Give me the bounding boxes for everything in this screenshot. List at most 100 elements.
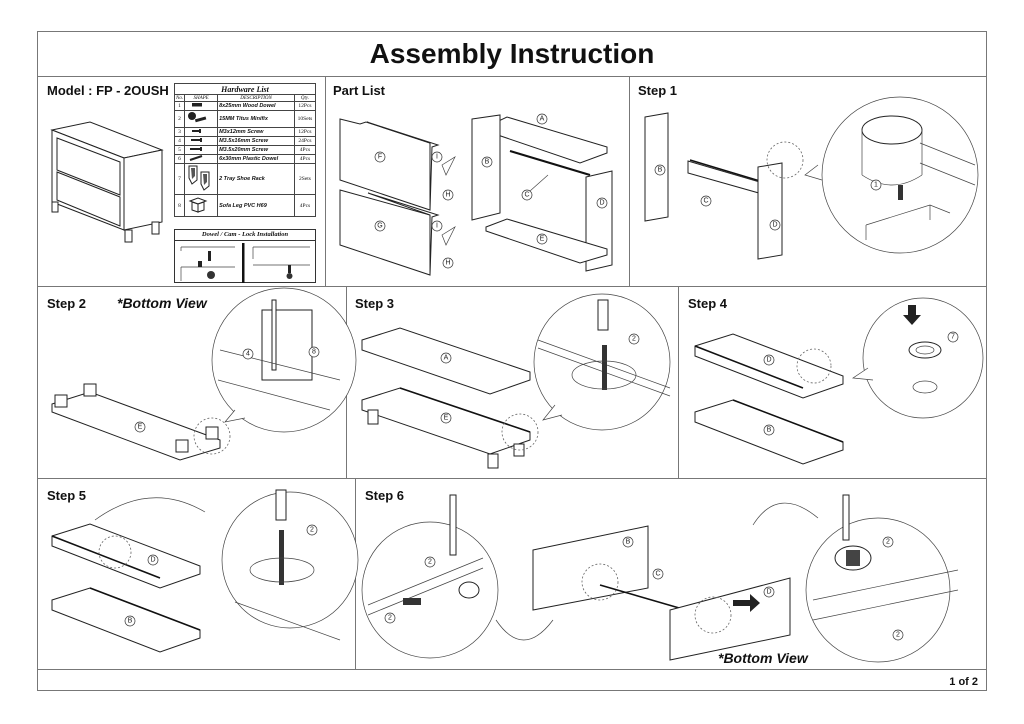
row-number: 2 bbox=[173, 110, 186, 128]
svg-text:8: 8 bbox=[312, 349, 316, 356]
row-qty: 4Pcs bbox=[294, 194, 316, 217]
step-5-label: Step 5 bbox=[47, 488, 87, 503]
row-qty: 4Pcs bbox=[294, 145, 316, 155]
svg-text:2: 2 bbox=[310, 527, 314, 534]
row-number: 3 bbox=[173, 127, 186, 137]
column-header: SHAPE bbox=[184, 94, 219, 102]
row-description: M3.5x16mm Screw bbox=[217, 136, 295, 146]
page-frame bbox=[37, 31, 987, 691]
table-row: 7 2 Tray Shoe Rack 2Sets bbox=[173, 163, 316, 195]
divider bbox=[678, 286, 679, 478]
column-header: Qty. bbox=[294, 94, 316, 102]
svg-text:B: B bbox=[767, 427, 772, 434]
step-3-illustration: A E 2 bbox=[361, 293, 671, 469]
document-title: Assembly Instruction bbox=[369, 37, 655, 69]
row-description: 8x25mm Wood Dowel bbox=[217, 101, 295, 111]
row-qty: 10Sets bbox=[294, 110, 316, 128]
row-qty: 2Sets bbox=[294, 163, 316, 195]
table-row: 3 M3x12mm Screw 12Pcs bbox=[173, 127, 316, 137]
svg-text:H: H bbox=[445, 260, 450, 267]
svg-text:E: E bbox=[540, 236, 545, 243]
column-header: No. bbox=[173, 94, 186, 102]
divider bbox=[325, 76, 326, 286]
table-row: 2 15MM Titus Minifix 10Sets bbox=[173, 110, 316, 128]
svg-text:I: I bbox=[436, 223, 438, 230]
step-6-label: Step 6 bbox=[365, 488, 405, 503]
svg-text:D: D bbox=[766, 589, 771, 596]
svg-text:2: 2 bbox=[886, 539, 890, 546]
screw-icon bbox=[192, 129, 202, 133]
step-2-note: *Bottom View bbox=[117, 295, 207, 311]
column-header: DESCRIPTION bbox=[217, 94, 295, 102]
part-list-heading: Part List bbox=[333, 83, 386, 98]
step-6-note: *Bottom View bbox=[718, 650, 808, 666]
svg-text:D: D bbox=[772, 222, 777, 229]
svg-text:C: C bbox=[655, 571, 660, 578]
step-4-label: Step 4 bbox=[688, 296, 728, 311]
divider bbox=[629, 76, 630, 286]
page-indicator: 1 of 2 bbox=[949, 676, 978, 688]
step-5-illustration: D B 2 bbox=[51, 489, 359, 653]
svg-text:B: B bbox=[658, 167, 663, 174]
sofa-leg-icon bbox=[188, 196, 208, 213]
part-list-illustration: F I H G I H A B C D E bbox=[339, 113, 613, 276]
row-qty: 4Pcs bbox=[294, 154, 316, 164]
svg-text:I: I bbox=[436, 154, 438, 161]
plastic-dowel-icon bbox=[189, 155, 203, 161]
step-1-illustration: B C D 1 bbox=[644, 96, 979, 260]
svg-text:D: D bbox=[150, 557, 155, 564]
row-number: 4 bbox=[173, 136, 186, 146]
step-6-illustration: 2 2 B C D 2 2 bbox=[361, 494, 959, 663]
divider bbox=[37, 478, 987, 479]
row-qty: 12Pcs bbox=[294, 127, 316, 137]
svg-text:C: C bbox=[703, 198, 708, 205]
row-number: 5 bbox=[173, 145, 186, 155]
divider bbox=[37, 669, 987, 670]
svg-text:2: 2 bbox=[632, 336, 636, 343]
svg-text:G: G bbox=[377, 223, 382, 230]
svg-text:4: 4 bbox=[246, 351, 250, 358]
row-qty: 12Pcs bbox=[294, 101, 316, 111]
step-3-label: Step 3 bbox=[355, 296, 395, 311]
table-row: 4 M3.5x16mm Screw 24Pcs bbox=[173, 136, 316, 146]
table-row: 8 Sofa Leg PVC H69 4Pcs bbox=[173, 194, 316, 217]
row-number: 7 bbox=[173, 163, 186, 195]
svg-text:2: 2 bbox=[896, 632, 900, 639]
svg-text:B: B bbox=[128, 618, 133, 625]
svg-text:E: E bbox=[444, 415, 449, 422]
row-description: 2 Tray Shoe Rack bbox=[217, 163, 295, 195]
svg-text:2: 2 bbox=[388, 615, 392, 622]
svg-text:7: 7 bbox=[951, 334, 955, 341]
table-row: 1 8x25mm Wood Dowel 12Pcs bbox=[173, 101, 316, 111]
minifix-icon bbox=[188, 112, 207, 123]
row-description: Sofa Leg PVC H69 bbox=[217, 194, 295, 217]
row-qty: 24Pcs bbox=[294, 136, 316, 146]
screw-icon bbox=[190, 147, 203, 151]
dowel-cam-lock-caption: Dowel / Cam - Lock Installation bbox=[175, 230, 315, 241]
row-description: M3x12mm Screw bbox=[217, 127, 295, 137]
cabinet-illustration bbox=[50, 121, 164, 243]
row-description: M3.5x20mm Screw bbox=[217, 145, 295, 155]
svg-text:H: H bbox=[445, 192, 450, 199]
svg-text:1: 1 bbox=[874, 182, 878, 189]
svg-text:A: A bbox=[540, 116, 545, 123]
dowel-cam-lock-diagram bbox=[180, 243, 310, 283]
model-label: Model : FP - 2OUSH bbox=[47, 83, 169, 98]
divider bbox=[37, 286, 987, 287]
row-description: 6x30mm Plastic Dowel bbox=[217, 154, 295, 164]
row-number: 1 bbox=[173, 101, 186, 111]
svg-text:D: D bbox=[766, 357, 771, 364]
svg-text:A: A bbox=[444, 355, 449, 362]
svg-text:2: 2 bbox=[428, 559, 432, 566]
shoe-rack-icon bbox=[188, 165, 210, 191]
row-number: 8 bbox=[173, 194, 186, 217]
svg-text:E: E bbox=[138, 424, 143, 431]
table-row: 5 M3.5x20mm Screw 4Pcs bbox=[173, 145, 316, 155]
dowel-cam-lock-box: Dowel / Cam - Lock Installation bbox=[174, 229, 316, 283]
svg-text:F: F bbox=[378, 154, 382, 161]
divider bbox=[37, 76, 987, 77]
row-number: 6 bbox=[173, 154, 186, 164]
screw-icon bbox=[191, 138, 203, 142]
svg-text:B: B bbox=[626, 539, 631, 546]
hardware-list-caption: Hardware List bbox=[174, 83, 316, 95]
